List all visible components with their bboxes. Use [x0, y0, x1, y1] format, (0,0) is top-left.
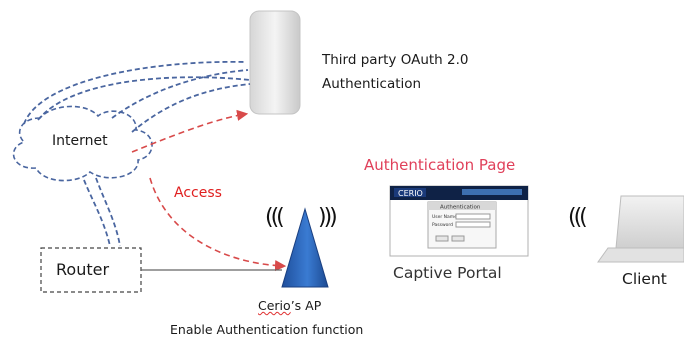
ap-label: Cerio’s AP: [258, 298, 321, 313]
thumbnail-field2: Password: [432, 222, 453, 228]
wireless-waves-client: (((: [568, 205, 588, 230]
wireless-waves-right: ))): [318, 205, 338, 230]
client-label: Client: [622, 270, 667, 288]
wireless-waves-left: (((: [265, 205, 285, 230]
access-label: Access: [174, 185, 222, 201]
ap-label-suffix: ’s AP: [290, 298, 322, 313]
cloud-to-server-links: [23, 60, 251, 133]
router-label: Router: [56, 260, 110, 279]
authentication-page-label: Authentication Page: [364, 156, 516, 174]
internet-cloud: [12, 105, 153, 182]
oauth-server: [249, 10, 301, 115]
oauth-redirect-arrow: [131, 109, 249, 153]
thumbnail-title: Authentication: [440, 205, 481, 211]
thumbnail-field1: User Name: [432, 214, 457, 220]
client-laptop: [597, 195, 684, 263]
internet-label: Internet: [52, 133, 108, 149]
ap-label-name: Cerio: [258, 298, 291, 313]
oauth-server-label-line1: Third party OAuth 2.0: [322, 52, 469, 68]
ap-description: Enable Authentication function: [170, 322, 364, 337]
router-box: [40, 247, 142, 293]
cloud-to-router-links: [83, 177, 121, 247]
captive-portal-thumbnail: CERIO Authentication User Name Password: [389, 185, 529, 257]
thumbnail-brand: CERIO: [398, 189, 423, 198]
oauth-server-label: Third party OAuth 2.0 Authentication: [322, 48, 468, 96]
oauth-server-label-line2: Authentication: [322, 76, 422, 92]
captive-portal-label: Captive Portal: [393, 264, 502, 282]
ap-triangle: [281, 207, 329, 288]
access-arrow: [149, 177, 287, 272]
